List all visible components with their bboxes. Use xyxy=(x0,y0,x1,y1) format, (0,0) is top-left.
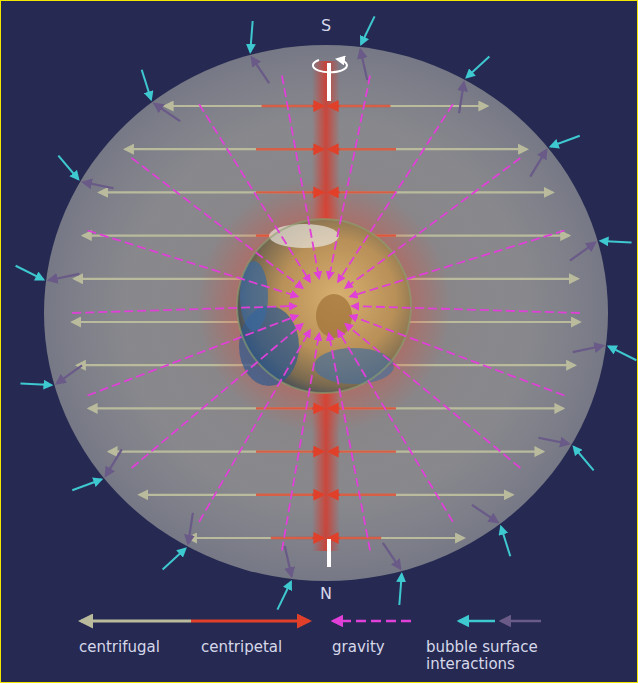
surface-arrow-inner xyxy=(252,57,269,83)
centripetal-arrow xyxy=(329,105,390,107)
gravity-arrow xyxy=(282,334,319,551)
surface-arrow-outer xyxy=(609,346,637,360)
surface-arrow-outer xyxy=(58,156,78,180)
surface-arrow-inner xyxy=(285,546,292,576)
gravity-arrow xyxy=(350,231,564,297)
legend-surface-inner-sample xyxy=(501,620,541,623)
centripetal-arrow xyxy=(262,105,323,107)
legend-text: bubble surface interactions xyxy=(426,639,561,673)
surface-arrow-outer xyxy=(467,56,490,77)
centripetal-arrow xyxy=(329,450,396,452)
centripetal-arrow xyxy=(256,450,323,452)
surface-arrow-outer xyxy=(142,70,151,100)
gravity-arrow xyxy=(88,231,298,297)
legend-text: centrifugal xyxy=(79,639,199,656)
centripetal-arrow xyxy=(329,494,396,496)
gravity-arrow xyxy=(132,158,303,288)
legend-gravity-sample xyxy=(333,620,411,623)
surface-arrow-inner xyxy=(472,505,498,522)
surface-arrow-outer xyxy=(72,479,101,490)
core-glow xyxy=(197,179,451,433)
centripetal-arrow xyxy=(271,537,323,539)
surface-arrow-outer xyxy=(601,241,632,243)
gravity-lines xyxy=(72,75,580,550)
centripetal-arrow xyxy=(256,148,323,150)
axis-top xyxy=(327,63,331,101)
surface-arrow-outer xyxy=(277,582,291,610)
surface-arrow-inner xyxy=(49,274,79,280)
surface-arrow-inner xyxy=(188,513,193,544)
surface-arrow-inner xyxy=(106,449,122,476)
surface-arrow-outer xyxy=(163,549,186,570)
surface-arrow-inner xyxy=(383,543,400,569)
gravity-arrow xyxy=(72,306,296,313)
legend-text: centripetal xyxy=(201,639,321,656)
surface-arrow-inner xyxy=(573,346,603,352)
legend-centripetal-sample xyxy=(191,620,309,623)
legend-text: gravity xyxy=(332,639,422,656)
gravity-arrow xyxy=(345,324,520,468)
gravity-arrow xyxy=(350,316,564,396)
legend-samples xyxy=(81,621,541,622)
earth-rim xyxy=(237,219,411,393)
gravity-arrow xyxy=(338,330,453,522)
earth-globe xyxy=(237,219,411,393)
gravity-arrow xyxy=(199,104,310,282)
surface-arrow-inner xyxy=(57,365,82,383)
gravity-arrow xyxy=(345,158,520,288)
legend-centrifugal-sample xyxy=(81,620,191,623)
surface-arrow-outer xyxy=(574,447,594,471)
gravity-arrow xyxy=(282,75,319,278)
surface-arrow-inner xyxy=(154,104,180,121)
surface-arrow-outer xyxy=(501,527,510,557)
centripetal-arrow xyxy=(329,148,396,150)
centripetal-arrow xyxy=(329,537,381,539)
surface-arrow-outer xyxy=(399,574,401,605)
gravity-arrow xyxy=(88,316,298,396)
gravity-arrow xyxy=(329,75,370,278)
bubble-ellipse xyxy=(44,45,608,581)
gravity-arrow xyxy=(352,306,580,313)
surface-arrow-outer xyxy=(361,16,375,44)
surface-arrow-outer xyxy=(551,136,580,147)
gravity-arrow xyxy=(338,104,453,282)
axis-bottom xyxy=(327,539,331,567)
legend-surface-outer-sample xyxy=(459,620,495,623)
surface-arrow-outer xyxy=(250,21,252,52)
rotation-arrow xyxy=(313,59,347,72)
surface-arrow-outer xyxy=(16,266,44,280)
earth-region xyxy=(314,348,394,384)
surface-interactions xyxy=(16,16,637,609)
gravity-arrow xyxy=(199,330,310,522)
surface-arrow-inner xyxy=(530,150,546,177)
centripetal-arrow xyxy=(256,494,323,496)
gravity-arrow xyxy=(329,334,370,551)
surface-arrow-inner xyxy=(570,243,595,261)
surface-arrow-inner xyxy=(538,438,568,444)
force-rows xyxy=(72,106,579,538)
surface-arrow-outer xyxy=(20,383,51,385)
surface-arrow-inner xyxy=(83,182,113,188)
pole-label: N xyxy=(320,585,332,602)
earth-region xyxy=(316,294,352,338)
surface-arrow-inner xyxy=(360,50,367,80)
pole-label: S xyxy=(321,17,331,34)
surface-arrow-inner xyxy=(459,82,464,113)
earth-region xyxy=(269,224,339,248)
